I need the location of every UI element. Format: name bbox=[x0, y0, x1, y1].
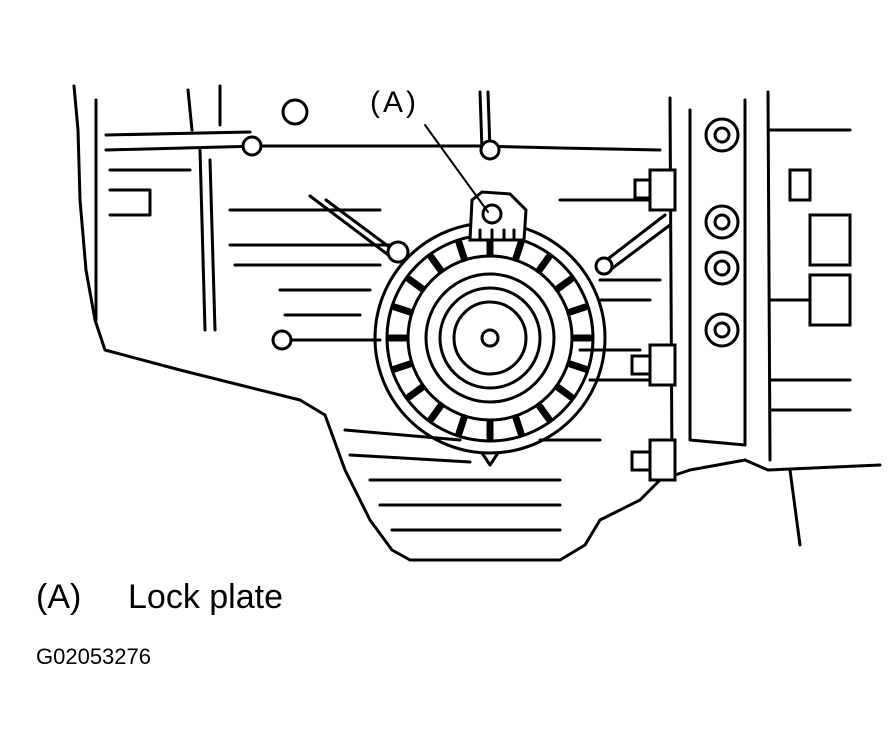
figure-id: G02053276 bbox=[36, 644, 151, 669]
gear-teeth bbox=[386, 234, 594, 442]
gear-tooth bbox=[512, 239, 525, 262]
legend-text: Lock plate bbox=[128, 578, 283, 616]
callout-label-a: (A) bbox=[370, 86, 419, 119]
transmission-housing bbox=[72, 84, 747, 562]
gear-assembly bbox=[373, 221, 607, 467]
lock-plate bbox=[468, 190, 528, 242]
gear-tooth bbox=[427, 402, 445, 423]
callout-leader-line bbox=[424, 124, 489, 213]
valve-body bbox=[630, 90, 882, 547]
gear-tooth bbox=[566, 303, 589, 316]
bolt-heads bbox=[241, 98, 614, 351]
gear-tooth bbox=[427, 253, 445, 274]
gear-tooth bbox=[554, 275, 575, 293]
gear-tooth bbox=[554, 383, 575, 401]
gear-tooth bbox=[405, 275, 426, 293]
gear-tooth bbox=[455, 239, 468, 262]
legend-key: (A) bbox=[36, 578, 82, 616]
gear-tooth bbox=[566, 360, 589, 373]
gear-tooth bbox=[535, 253, 553, 274]
gear-tooth bbox=[512, 414, 525, 437]
gear-tooth bbox=[391, 360, 414, 373]
gear-tooth bbox=[405, 383, 426, 401]
gear-tooth bbox=[455, 414, 468, 437]
legend: (A) Lock plate bbox=[36, 578, 283, 617]
gear-tooth bbox=[391, 303, 414, 316]
gear-tooth bbox=[535, 402, 553, 423]
